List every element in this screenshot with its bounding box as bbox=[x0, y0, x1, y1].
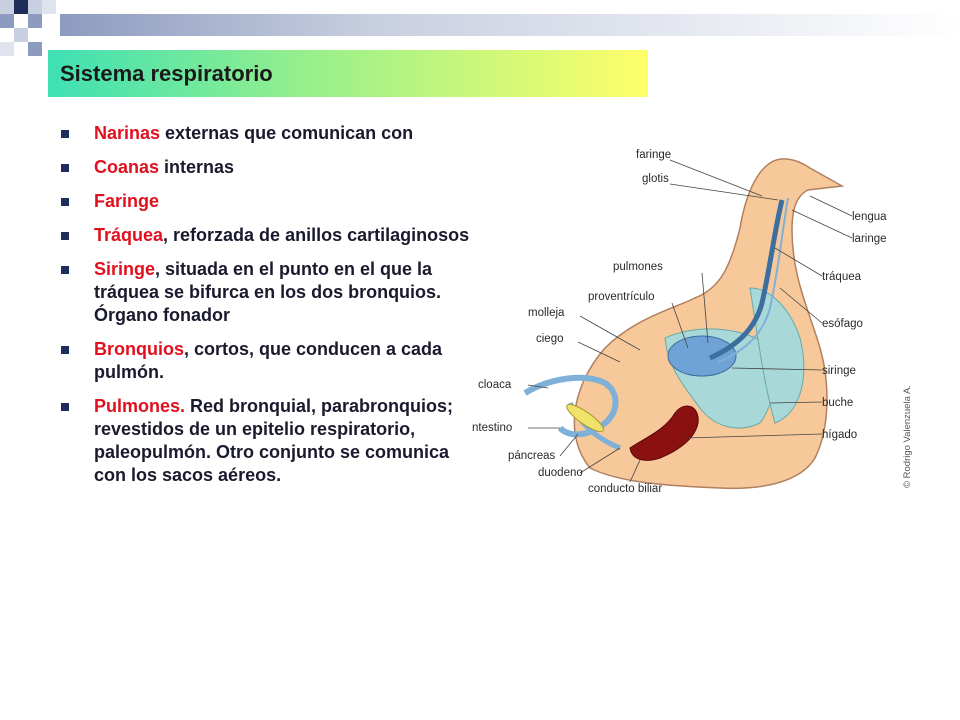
label-esofago: esófago bbox=[822, 318, 863, 330]
label-duodeno: duodeno bbox=[538, 467, 583, 479]
label-ciego: ciego bbox=[536, 333, 564, 345]
label-proventriculo: proventrículo bbox=[588, 291, 654, 303]
bullet-item: Siringe, situada en el punto en el que l… bbox=[58, 258, 478, 327]
trachea-tube bbox=[708, 199, 785, 361]
label-buche: buche bbox=[822, 397, 853, 409]
square-bullet-icon bbox=[61, 266, 69, 274]
label-intestino: ntestino bbox=[472, 422, 512, 434]
label-molleja: molleja bbox=[528, 307, 565, 319]
square-bullet-icon bbox=[61, 403, 69, 411]
label-faringe: faringe bbox=[636, 149, 671, 161]
air-sac bbox=[749, 287, 805, 424]
pancreas-shape bbox=[566, 403, 604, 433]
square-bullet-icon bbox=[61, 198, 69, 206]
title-banner: Sistema respiratorio bbox=[48, 50, 648, 97]
bullet-item: Narinas externas que comunican con bbox=[58, 122, 478, 145]
label-laringe: laringe bbox=[852, 233, 887, 245]
bullet-item: Coanas internas bbox=[58, 156, 478, 179]
intestine-loop bbox=[523, 374, 619, 438]
bullet-item: Bronquios, cortos, que conducen a cada p… bbox=[58, 338, 478, 384]
liver-shape bbox=[629, 405, 699, 461]
label-glotis: glotis bbox=[642, 173, 669, 185]
label-conducto-biliar: conducto biliar bbox=[588, 483, 662, 495]
slide-title: Sistema respiratorio bbox=[60, 60, 273, 86]
label-pulmones: pulmones bbox=[613, 261, 663, 273]
square-bullet-icon bbox=[61, 232, 69, 240]
label-siringe: siringe bbox=[822, 365, 856, 377]
header-bar bbox=[60, 14, 960, 36]
bullet-list: Narinas externas que comunican con Coana… bbox=[58, 122, 478, 498]
label-pancreas: páncreas bbox=[508, 450, 556, 462]
square-bullet-icon bbox=[61, 164, 69, 172]
bird-body-silhouette bbox=[573, 158, 845, 490]
label-cloaca: cloaca bbox=[478, 379, 512, 391]
bullet-item: Faringe bbox=[58, 190, 478, 213]
label-higado: hígado bbox=[822, 429, 857, 441]
label-lengua: lengua bbox=[852, 211, 887, 223]
bullet-item: Tráquea, reforzada de anillos cartilagin… bbox=[58, 224, 478, 247]
square-bullet-icon bbox=[61, 346, 69, 354]
label-traquea: tráquea bbox=[822, 271, 862, 283]
copyright-text: © Rodrigo Valenzuela A. bbox=[902, 385, 913, 488]
lung-shape bbox=[667, 335, 737, 377]
square-bullet-icon bbox=[61, 130, 69, 138]
bullet-item: Pulmones. Red bronquial, parabronquios; … bbox=[58, 395, 478, 487]
bird-respiratory-diagram: faringe glotis lengua laringe pulmones t… bbox=[472, 149, 913, 495]
